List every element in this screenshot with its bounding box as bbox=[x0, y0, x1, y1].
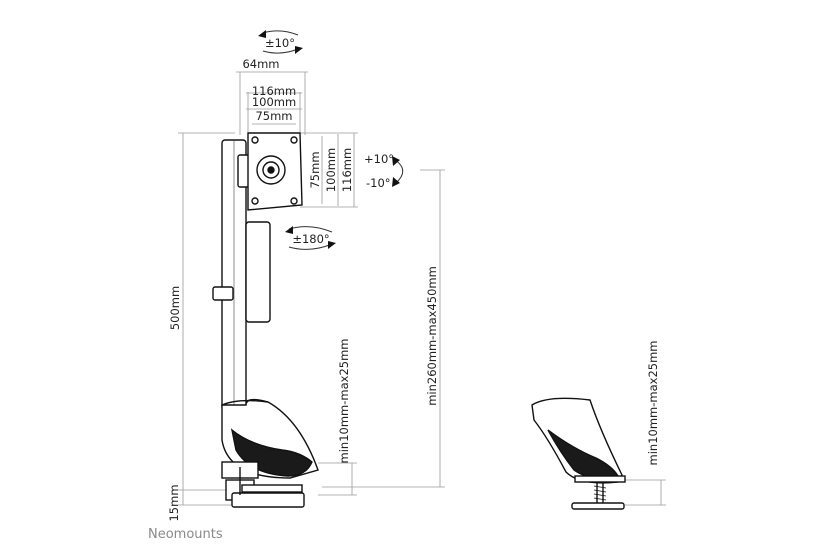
dim-label-vesa-v-100: 100mm bbox=[324, 148, 338, 192]
dim-label-pole-height: 500mm bbox=[168, 286, 182, 330]
monitor-mount-side-view bbox=[212, 132, 319, 508]
dim-label-vesa-h-116: 116mm bbox=[252, 84, 296, 98]
dim-label-vesa-v-75: 75mm bbox=[308, 151, 322, 188]
angle-label-tilt-up: +10° bbox=[364, 152, 394, 166]
dim-label-height-range: min260mm-max450mm bbox=[425, 266, 439, 406]
angle-label-rotate-bottom: ±180° bbox=[292, 232, 329, 246]
dim-label-desk-thickness-right: min10mm-max25mm bbox=[646, 341, 660, 466]
clamp-detail-view bbox=[531, 397, 626, 510]
dim-label-clamp-depth: 15mm bbox=[167, 484, 181, 521]
angle-badge-rotate-top: ±10° bbox=[258, 30, 303, 54]
dim-label-desk-thickness-left: min10mm-max25mm bbox=[337, 339, 351, 464]
dim-label-vesa-h-75: 75mm bbox=[255, 109, 292, 123]
dim-label-vesa-h-100: 100mm bbox=[252, 95, 296, 109]
dim-label-vesa-offset: 64mm bbox=[242, 57, 279, 71]
brand-logo-text: Neomounts bbox=[148, 527, 223, 542]
angle-badge-rotate-bottom: ±180° bbox=[285, 226, 336, 250]
dimension-lines bbox=[178, 71, 666, 506]
angle-label-tilt-down: -10° bbox=[366, 176, 391, 190]
angle-badge-tilt: +10° -10° bbox=[364, 152, 404, 190]
angle-label-rotate-top: ±10° bbox=[265, 36, 295, 50]
dim-label-vesa-v-116: 116mm bbox=[340, 148, 354, 192]
